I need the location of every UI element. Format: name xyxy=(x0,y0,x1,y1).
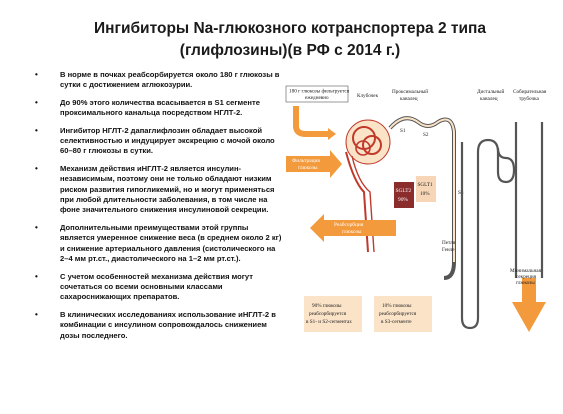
bullet-item: • В норме в почках реабсорбируется около … xyxy=(32,70,282,91)
label-distal-line1: Дистальный xyxy=(477,88,505,95)
nephron-diagram: 180 г глюкозы фильтруется ежедневно Клуб… xyxy=(284,82,554,344)
bullet-item: • Дополнительными преимуществами этой гру… xyxy=(32,223,282,265)
loop-of-henle xyxy=(460,138,500,330)
filtration-arrow xyxy=(286,150,342,178)
bullet-text: В норме в почках реабсорбируется около 1… xyxy=(60,70,280,90)
nephron-diagram-svg: 180 г глюкозы фильтруется ежедневно Клуб… xyxy=(285,85,547,332)
bullet-marker: • xyxy=(35,222,38,232)
note-90-line2: реабсорбируется xyxy=(309,310,347,317)
proximal-tubule-lumen xyxy=(389,117,455,262)
note-10-box xyxy=(374,296,432,332)
bullet-item: • Механизм действия иНГЛТ-2 является инсу… xyxy=(32,164,282,216)
excretion-label-line1: Минимальная xyxy=(510,268,542,274)
reabsorption-arrow xyxy=(310,214,396,242)
glomerulus-capsule xyxy=(345,119,391,165)
bullet-text: В клинических исследованиях использовани… xyxy=(60,309,276,340)
bullet-item: • В клинических исследованиях использован… xyxy=(32,310,282,341)
bullet-text: До 90% этого количества всасывается в S1… xyxy=(60,97,260,118)
bullet-marker: • xyxy=(35,309,38,319)
distal-tubule xyxy=(496,147,516,184)
excretion-label-line2: секреция xyxy=(516,274,537,280)
bullet-text: Дополнительными преимуществами этой груп… xyxy=(60,222,282,264)
label-proximal-line2: каналец xyxy=(400,96,418,102)
bullet-text: Ингибитор НГЛТ-2 дапаглифлозин обладает … xyxy=(60,125,275,156)
loop-label-line2: Генле xyxy=(442,247,455,253)
bullet-item: • До 90% этого количества всасывается в S… xyxy=(32,98,282,119)
note-10-line3: в S3-сегменте xyxy=(381,319,412,325)
label-collecting-line2: трубочка xyxy=(519,95,540,102)
inflow-arrow-head xyxy=(328,128,336,140)
bullet-text: С учетом особенностей механизма действия… xyxy=(60,271,253,302)
bullet-marker: • xyxy=(35,70,38,79)
label-s2: S2 xyxy=(423,132,429,138)
reabsorption-label-line1: Реабсорбция xyxy=(334,221,364,228)
filtered-box-line2: ежедневно xyxy=(305,95,329,101)
inflow-arrow xyxy=(293,106,328,137)
reabsorption-label-line2: глюкозы xyxy=(342,229,362,235)
label-distal-line2: каналец xyxy=(480,96,498,102)
filtration-label-line2: глюкозы xyxy=(298,165,318,171)
sglt1-label: SGLT1 xyxy=(418,182,433,188)
bullet-list: • В норме в почках реабсорбируется около … xyxy=(32,70,282,348)
slide-title: Ингибиторы Na-глюкозного котранспортера … xyxy=(60,18,520,62)
bullet-text: Механизм действия иНГЛТ-2 является инсул… xyxy=(60,163,275,215)
label-s1: S1 xyxy=(400,128,406,134)
sglt2-percent: 90% xyxy=(398,197,408,203)
filtration-label-line1: Фильтрация xyxy=(292,158,320,164)
efferent-vessel xyxy=(345,151,369,253)
excretion-label-line3: глюкозы xyxy=(516,280,535,286)
sglt1-block xyxy=(416,176,436,202)
sglt1-percent: 10% xyxy=(420,191,430,197)
label-glomerulus: Клубочек xyxy=(357,92,379,99)
glomerulus-capillary xyxy=(362,135,382,155)
glomerulus-capillary xyxy=(355,140,371,156)
slide-title-line1: Ингибиторы Na-глюкозного котранспортера … xyxy=(94,20,486,37)
sglt2-label: SGLT2 xyxy=(396,188,412,194)
note-90-box xyxy=(304,296,362,332)
note-10-line1: 10% глюкозы xyxy=(382,303,412,309)
bullet-item: • С учетом особенностей механизма действи… xyxy=(32,272,282,303)
note-90-line3: в S1- и S2-сегментах xyxy=(306,319,352,325)
note-90-line1: 90% глюкозы xyxy=(312,303,342,309)
loop-label-line1: Петля xyxy=(442,240,456,246)
sglt2-block xyxy=(394,182,414,208)
label-collecting-line1: Собирательная xyxy=(513,88,547,95)
bullet-item: • Ингибитор НГЛТ-2 дапаглифлозин обладает… xyxy=(32,126,282,157)
peritubular-vessel xyxy=(351,155,375,253)
bullet-marker: • xyxy=(35,125,38,135)
slide-title-line2: (глифлозины)(в РФ с 2014 г.) xyxy=(179,42,401,59)
bullet-marker: • xyxy=(35,97,38,107)
bullet-marker: • xyxy=(35,163,38,173)
filtered-box-line1: 180 г глюкозы фильтруется xyxy=(289,88,350,95)
bullet-marker: • xyxy=(35,271,38,281)
note-10-line2: реабсорбируется xyxy=(379,310,417,317)
label-proximal-line1: Проксимальный xyxy=(392,88,428,95)
filtered-glucose-box xyxy=(285,85,349,103)
excretion-arrow xyxy=(512,278,546,332)
